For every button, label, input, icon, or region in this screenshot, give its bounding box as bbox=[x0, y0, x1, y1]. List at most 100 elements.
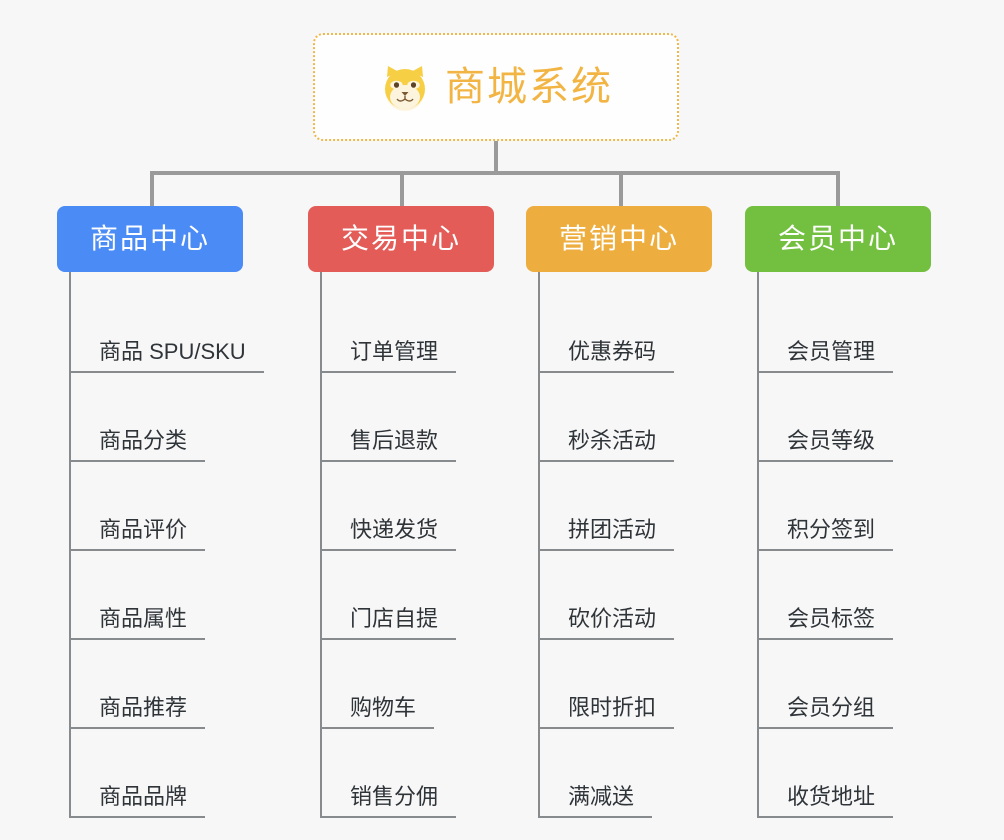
leaf-label: 购物车 bbox=[350, 694, 417, 720]
leaf-trunk-line bbox=[538, 272, 540, 818]
leaf-label: 会员分组 bbox=[787, 694, 876, 720]
leaf-item[interactable]: 售后退款 bbox=[308, 373, 528, 462]
leaf-list: 会员管理会员等级积分签到会员标签会员分组收货地址 bbox=[745, 272, 965, 818]
category-box[interactable]: 商品中心 bbox=[57, 206, 243, 272]
leaf-item[interactable]: 快递发货 bbox=[308, 462, 528, 551]
leaf-label: 商品分类 bbox=[99, 427, 188, 453]
category-label: 商品中心 bbox=[89, 223, 210, 254]
leaf-underline: 门店自提 bbox=[320, 605, 457, 640]
leaf-underline: 商品属性 bbox=[69, 605, 206, 640]
leaf-label: 商品属性 bbox=[99, 605, 188, 631]
leaf-list: 商品 SPU/SKU 商品分类商品评价商品属性商品推荐商品品牌 bbox=[57, 272, 277, 818]
leaf-underline: 商品分类 bbox=[69, 427, 206, 462]
category-column: 商品中心商品 SPU/SKU 商品分类商品评价商品属性商品推荐商品品牌 bbox=[57, 206, 277, 818]
leaf-underline: 订单管理 bbox=[320, 338, 457, 373]
leaf-item[interactable]: 购物车 bbox=[308, 640, 528, 729]
leaf-item[interactable]: 商品评价 bbox=[57, 462, 277, 551]
leaf-underline: 购物车 bbox=[320, 694, 435, 729]
connector-drop-1 bbox=[150, 171, 154, 207]
category-box[interactable]: 会员中心 bbox=[745, 206, 931, 272]
leaf-label: 门店自提 bbox=[350, 605, 439, 631]
connector-stem bbox=[494, 141, 498, 174]
leaf-item[interactable]: 门店自提 bbox=[308, 551, 528, 640]
leaf-label: 会员标签 bbox=[787, 605, 876, 631]
leaf-item[interactable]: 会员等级 bbox=[745, 373, 965, 462]
leaf-label: 砍价活动 bbox=[568, 605, 657, 631]
leaf-underline: 销售分佣 bbox=[320, 783, 457, 818]
leaf-item[interactable]: 积分签到 bbox=[745, 462, 965, 551]
leaf-item[interactable]: 秒杀活动 bbox=[526, 373, 746, 462]
leaf-underline: 积分签到 bbox=[757, 516, 894, 551]
leaf-label: 商品 SPU/SKU bbox=[99, 338, 246, 364]
leaf-item[interactable]: 限时折扣 bbox=[526, 640, 746, 729]
leaf-underline: 拼团活动 bbox=[538, 516, 675, 551]
leaf-underline: 优惠券码 bbox=[538, 338, 675, 373]
leaf-underline: 商品品牌 bbox=[69, 783, 206, 818]
category-box[interactable]: 交易中心 bbox=[308, 206, 494, 272]
leaf-trunk-line bbox=[320, 272, 322, 818]
leaf-underline: 砍价活动 bbox=[538, 605, 675, 640]
category-box[interactable]: 营销中心 bbox=[526, 206, 712, 272]
leaf-underline: 收货地址 bbox=[757, 783, 894, 818]
leaf-underline: 商品 SPU/SKU bbox=[69, 338, 264, 373]
leaf-item[interactable]: 拼团活动 bbox=[526, 462, 746, 551]
leaf-underline: 售后退款 bbox=[320, 427, 457, 462]
leaf-underline: 满减送 bbox=[538, 783, 653, 818]
leaf-underline: 商品推荐 bbox=[69, 694, 206, 729]
connector-drop-4 bbox=[836, 171, 840, 207]
root-node[interactable]: 商城系统 bbox=[313, 33, 679, 141]
leaf-label: 商品评价 bbox=[99, 516, 188, 542]
leaf-label: 商品推荐 bbox=[99, 694, 188, 720]
leaf-label: 商品品牌 bbox=[99, 783, 188, 809]
leaf-item[interactable]: 满减送 bbox=[526, 729, 746, 818]
leaf-item[interactable]: 商品品牌 bbox=[57, 729, 277, 818]
category-label: 会员中心 bbox=[777, 223, 898, 254]
leaf-trunk-line bbox=[757, 272, 759, 818]
leaf-item[interactable]: 会员标签 bbox=[745, 551, 965, 640]
leaf-label: 限时折扣 bbox=[568, 694, 657, 720]
leaf-list: 优惠券码秒杀活动拼团活动砍价活动限时折扣满减送 bbox=[526, 272, 746, 818]
root-title: 商城系统 bbox=[445, 65, 613, 109]
leaf-list: 订单管理售后退款快递发货门店自提购物车销售分佣 bbox=[308, 272, 528, 818]
leaf-underline: 限时折扣 bbox=[538, 694, 675, 729]
leaf-item[interactable]: 收货地址 bbox=[745, 729, 965, 818]
leaf-underline: 会员等级 bbox=[757, 427, 894, 462]
leaf-underline: 会员管理 bbox=[757, 338, 894, 373]
shiba-dog-face-icon bbox=[379, 61, 431, 113]
leaf-label: 满减送 bbox=[568, 783, 635, 809]
category-column: 营销中心优惠券码秒杀活动拼团活动砍价活动限时折扣满减送 bbox=[526, 206, 746, 818]
leaf-label: 订单管理 bbox=[350, 338, 439, 364]
leaf-item[interactable]: 优惠券码 bbox=[526, 284, 746, 373]
leaf-underline: 会员标签 bbox=[757, 605, 894, 640]
leaf-underline: 秒杀活动 bbox=[538, 427, 675, 462]
leaf-label: 优惠券码 bbox=[568, 338, 657, 364]
leaf-label: 拼团活动 bbox=[568, 516, 657, 542]
leaf-label: 售后退款 bbox=[350, 427, 439, 453]
category-column: 交易中心订单管理售后退款快递发货门店自提购物车销售分佣 bbox=[308, 206, 528, 818]
leaf-label: 销售分佣 bbox=[350, 783, 439, 809]
leaf-item[interactable]: 商品分类 bbox=[57, 373, 277, 462]
connector-drop-3 bbox=[619, 171, 623, 207]
leaf-underline: 商品评价 bbox=[69, 516, 206, 551]
leaf-label: 会员管理 bbox=[787, 338, 876, 364]
leaf-label: 秒杀活动 bbox=[568, 427, 657, 453]
leaf-item[interactable]: 会员分组 bbox=[745, 640, 965, 729]
leaf-item[interactable]: 销售分佣 bbox=[308, 729, 528, 818]
category-label: 交易中心 bbox=[340, 223, 461, 254]
leaf-label: 积分签到 bbox=[787, 516, 876, 542]
leaf-label: 会员等级 bbox=[787, 427, 876, 453]
category-column: 会员中心会员管理会员等级积分签到会员标签会员分组收货地址 bbox=[745, 206, 965, 818]
leaf-item[interactable]: 商品 SPU/SKU bbox=[57, 284, 277, 373]
leaf-item[interactable]: 会员管理 bbox=[745, 284, 965, 373]
leaf-label: 快递发货 bbox=[350, 516, 439, 542]
leaf-underline: 快递发货 bbox=[320, 516, 457, 551]
leaf-trunk-line bbox=[69, 272, 71, 818]
category-label: 营销中心 bbox=[558, 223, 679, 254]
leaf-item[interactable]: 砍价活动 bbox=[526, 551, 746, 640]
leaf-item[interactable]: 商品推荐 bbox=[57, 640, 277, 729]
leaf-item[interactable]: 订单管理 bbox=[308, 284, 528, 373]
leaf-label: 收货地址 bbox=[787, 783, 876, 809]
leaf-underline: 会员分组 bbox=[757, 694, 894, 729]
leaf-item[interactable]: 商品属性 bbox=[57, 551, 277, 640]
